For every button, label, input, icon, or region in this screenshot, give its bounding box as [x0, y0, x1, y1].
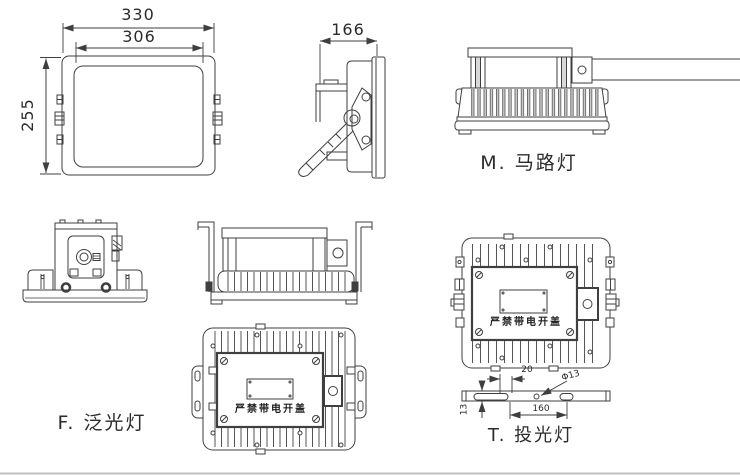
front-view-drawing: [40, 23, 223, 176]
side-view-drawing: [298, 37, 386, 179]
street-lamp-drawing: [454, 47, 740, 135]
dim-line-306: [75, 42, 204, 63]
dim-line-160: [509, 402, 568, 419]
dim-text-depth: 166: [331, 20, 365, 39]
bracket-side-view-drawing: [197, 221, 373, 305]
dim-text-thickness: 13: [459, 403, 470, 416]
junction-box-view-drawing: [22, 219, 148, 303]
dim-text-spacing: 160: [532, 404, 550, 414]
floodlight-back-view-drawing: [191, 323, 367, 455]
dim-text-width-outer: 330: [121, 5, 155, 24]
dim-line-20: [487, 374, 525, 393]
dim-line-255: [40, 57, 61, 175]
dim-text-width-inner: 306: [122, 27, 156, 46]
dim-leader-phi13: [540, 380, 568, 396]
spotlight-back-view-drawing: [450, 233, 620, 372]
mounting-bar-detail-drawing: [461, 374, 611, 419]
street-lamp-label: M. 马路灯: [480, 152, 578, 174]
floodlight-warning-text: 严禁带电开盖: [235, 404, 307, 415]
floodlight-label: F. 泛光灯: [57, 412, 147, 434]
dim-line-166: [319, 37, 378, 84]
dim-line-330: [62, 23, 215, 53]
dim-text-slot-length: 20: [521, 365, 533, 375]
spotlight-label: T. 投光灯: [487, 425, 575, 446]
spotlight-warning-text: 严禁带电开盖: [490, 317, 562, 328]
dim-text-height: 255: [18, 98, 37, 132]
